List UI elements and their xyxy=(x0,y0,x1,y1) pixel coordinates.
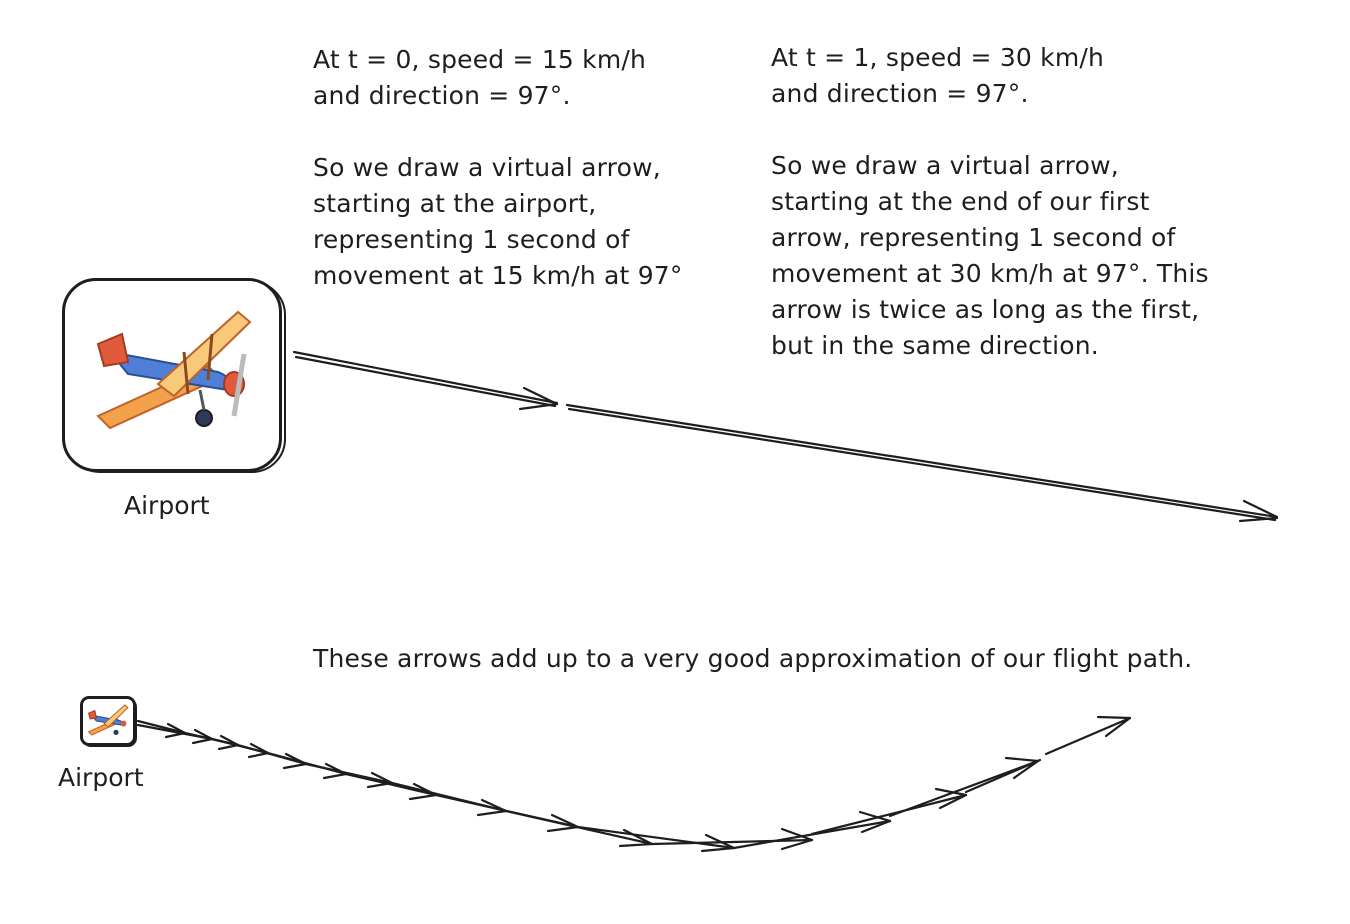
biplane-icon xyxy=(87,704,129,736)
biplane-icon xyxy=(96,310,252,430)
note-t0: At t = 0, speed = 15 km/h and direction … xyxy=(313,45,683,290)
vector-arrow-t0 xyxy=(292,350,559,411)
note-summary: These arrows add up to a very good appro… xyxy=(313,644,1193,673)
airport-label: Airport xyxy=(124,491,210,520)
vector-arrow-t1 xyxy=(565,403,1279,523)
flight-path-arrows xyxy=(136,715,1132,853)
airport-label-small: Airport xyxy=(58,763,144,792)
note-t1: At t = 1, speed = 30 km/h and direction … xyxy=(771,43,1209,360)
